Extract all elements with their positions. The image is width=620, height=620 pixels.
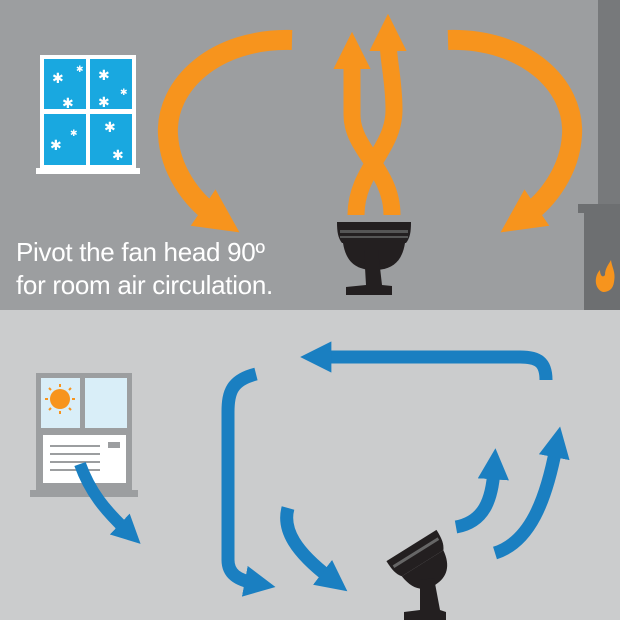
svg-text:✱: ✱ xyxy=(52,71,64,87)
snowy-window-icon: ✱ ✱ ✱ ✱ ✱ ✱ ✱ ✱ ✱ ✱ xyxy=(36,55,140,174)
summer-panel xyxy=(0,310,620,620)
fireplace-flame-icon xyxy=(595,260,615,292)
svg-text:✱: ✱ xyxy=(112,148,124,164)
ac-cool-air-arrow xyxy=(74,461,141,544)
svg-text:✱: ✱ xyxy=(50,138,62,154)
fireplace xyxy=(584,213,620,310)
vortex-fan-icon xyxy=(337,222,411,295)
warm-air-left-loop-arrow xyxy=(157,29,293,233)
cool-air-left-loop-arrow xyxy=(221,367,276,597)
warm-air-up-arrow-left xyxy=(333,31,401,216)
caption: Pivot the fan head 90º for room air circ… xyxy=(16,236,273,302)
caption-line-1: Pivot the fan head 90º xyxy=(16,237,265,267)
warm-air-right-loop-arrow xyxy=(447,29,583,233)
svg-text:✱: ✱ xyxy=(62,96,74,112)
mantel xyxy=(578,204,620,213)
svg-text:✱: ✱ xyxy=(98,68,110,84)
svg-text:✱: ✱ xyxy=(76,65,84,75)
tilted-vortex-fan-icon xyxy=(386,529,448,620)
wall-edge xyxy=(598,0,620,210)
svg-text:✱: ✱ xyxy=(104,120,116,136)
fan-airflow-arrow-2 xyxy=(492,426,570,560)
cool-air-down-arrow xyxy=(280,506,348,592)
fan-airflow-arrow-1 xyxy=(454,448,509,534)
winter-panel: ✱ ✱ ✱ ✱ ✱ ✱ ✱ ✱ ✱ ✱ xyxy=(0,0,620,310)
svg-text:✱: ✱ xyxy=(98,95,110,111)
warm-air-up-arrow-right xyxy=(347,13,407,216)
cool-air-top-return-arrow xyxy=(300,341,553,381)
caption-line-2: for room air circulation. xyxy=(16,270,273,300)
sun-icon xyxy=(45,384,75,414)
svg-text:✱: ✱ xyxy=(70,129,78,139)
svg-text:✱: ✱ xyxy=(120,88,128,98)
